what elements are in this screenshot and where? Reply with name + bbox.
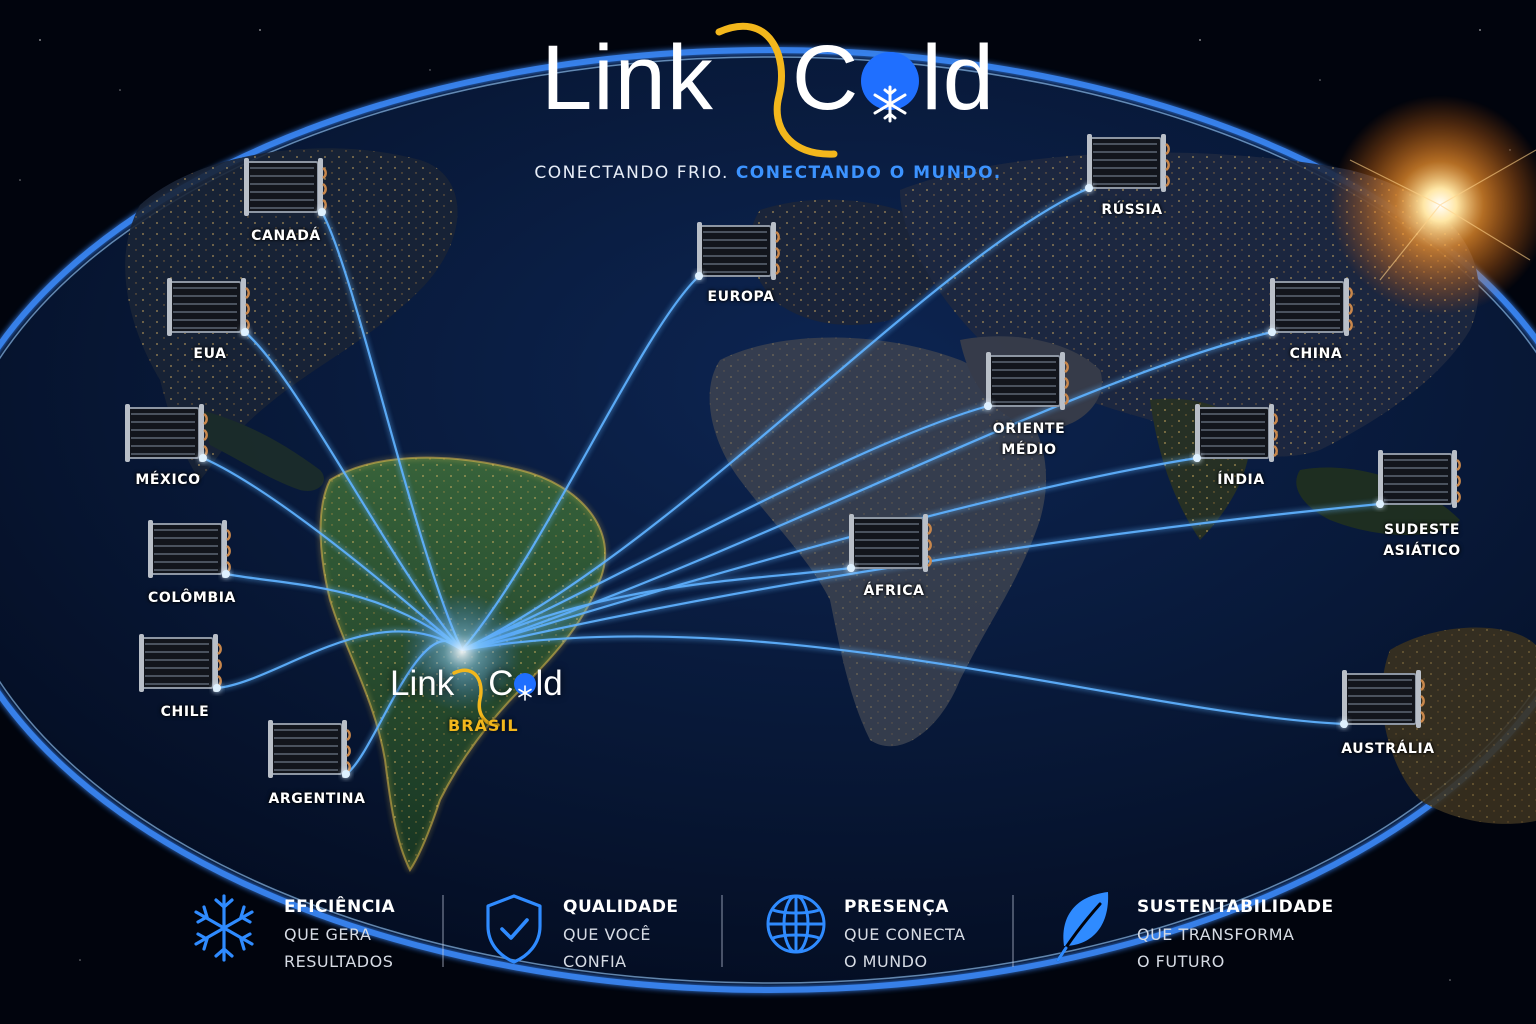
radiator-unit-australia bbox=[1342, 670, 1425, 728]
radiator-unit-russia bbox=[1087, 134, 1170, 192]
feature-line1-qualidade: QUE VOCÊ bbox=[563, 925, 652, 944]
label-sudeste-line1: SUDESTE bbox=[1383, 522, 1461, 538]
label-chile: CHILE bbox=[160, 704, 210, 720]
feature-divider bbox=[442, 895, 444, 967]
feature-line2-sustentabilidade: O FUTURO bbox=[1137, 952, 1225, 971]
label-europa: EUROPA bbox=[707, 289, 775, 305]
radiator-unit-china bbox=[1270, 278, 1353, 336]
route-australia bbox=[461, 635, 1345, 726]
connector-dot-australia bbox=[1340, 720, 1348, 728]
hub-snowflake-icon bbox=[513, 672, 536, 701]
shield-check-icon bbox=[486, 894, 542, 964]
radiator-unit-mexico bbox=[125, 404, 208, 462]
tagline-part1: CONECTANDO FRIO. bbox=[534, 163, 729, 183]
label-china: CHINA bbox=[1289, 346, 1343, 362]
connector-dot-india bbox=[1193, 454, 1201, 462]
route-russia bbox=[461, 186, 1090, 651]
label-oriente-medio: ORIENTE MÉDIO bbox=[993, 419, 1065, 461]
radiator-unit-india bbox=[1195, 404, 1278, 462]
label-mexico: MÉXICO bbox=[135, 472, 201, 488]
brand-name-part1: Link bbox=[541, 27, 714, 129]
feature-line2-qualidade: CONFIA bbox=[563, 952, 627, 971]
hub-country: BRASIL bbox=[448, 716, 519, 735]
connector-dot-china bbox=[1268, 328, 1276, 336]
hub-logo: Link C ld bbox=[390, 664, 563, 727]
connector-dot-chile bbox=[213, 684, 221, 692]
label-argentina: ARGENTINA bbox=[268, 791, 366, 807]
brand-name-part2: C bbox=[791, 27, 860, 129]
connection-lines bbox=[202, 186, 1381, 775]
hub-glow bbox=[402, 592, 522, 712]
label-africa: ÁFRICA bbox=[863, 583, 925, 599]
feature-title-sustentabilidade: SUSTENTABILIDADE bbox=[1137, 897, 1334, 917]
radiator-unit-sudeste-asiatico bbox=[1378, 450, 1461, 508]
swoosh-icon bbox=[715, 22, 838, 158]
connector-dot-mexico bbox=[199, 454, 207, 462]
snowflake-icon bbox=[194, 894, 254, 962]
route-sudeste-asiatico bbox=[461, 502, 1381, 652]
sun-flare bbox=[1330, 95, 1536, 315]
hub-name-part3: ld bbox=[535, 664, 563, 703]
label-colombia: COLÔMBIA bbox=[148, 590, 236, 606]
feature-title-presenca: PRESENÇA bbox=[844, 897, 949, 917]
label-eua: EUA bbox=[193, 346, 227, 362]
feature-line1-presenca: QUE CONECTA bbox=[844, 925, 966, 944]
label-sudeste-asiatico: SUDESTE ASIÁTICO bbox=[1383, 520, 1461, 562]
connector-dot-colombia bbox=[222, 570, 230, 578]
brand-logo: Link C ld bbox=[0, 22, 1536, 158]
connector-dot-canada bbox=[318, 208, 326, 216]
route-africa bbox=[461, 566, 852, 651]
route-oriente-medio bbox=[461, 404, 989, 651]
feature-line2-eficiencia: RESULTADOS bbox=[284, 952, 394, 971]
feature-divider bbox=[1012, 895, 1014, 967]
radiator-unit-europa bbox=[697, 222, 780, 280]
connector-dot-eua bbox=[241, 328, 249, 336]
radiator-unit-colombia bbox=[148, 520, 231, 578]
hub-name-part1: Link bbox=[390, 664, 455, 703]
brand-name-part3: ld bbox=[921, 27, 995, 129]
radiator-unit-canada bbox=[244, 158, 327, 216]
connector-dot-sudeste-asiatico bbox=[1376, 500, 1384, 508]
connector-dot-europa bbox=[695, 272, 703, 280]
radiator-unit-argentina bbox=[268, 720, 351, 778]
label-india: ÍNDIA bbox=[1217, 472, 1265, 488]
snowflake-icon bbox=[861, 51, 920, 123]
tagline: CONECTANDO FRIO. CONECTANDO O MUNDO. bbox=[0, 163, 1536, 183]
connector-dot-oriente-medio bbox=[984, 402, 992, 410]
globe-rim bbox=[0, 47, 1536, 993]
tagline-part2: CONECTANDO O MUNDO. bbox=[735, 163, 1002, 183]
hub-swoosh-icon bbox=[452, 668, 500, 727]
feature-divider bbox=[721, 895, 723, 967]
label-oriente-medio-line1: ORIENTE bbox=[992, 421, 1066, 437]
connector-dot-africa bbox=[847, 564, 855, 572]
leaf-icon bbox=[1056, 892, 1109, 962]
feature-line1-eficiencia: QUE GERA bbox=[284, 925, 372, 944]
connector-dot-russia bbox=[1085, 184, 1093, 192]
label-oriente-medio-line2: MÉDIO bbox=[1001, 442, 1057, 458]
feature-title-qualidade: QUALIDADE bbox=[563, 897, 679, 917]
label-sudeste-line2: ASIÁTICO bbox=[1383, 543, 1461, 559]
radiator-unit-chile bbox=[139, 634, 222, 692]
feature-title-eficiencia: EFICIÊNCIA bbox=[284, 897, 396, 917]
radiator-unit-eua bbox=[167, 278, 250, 336]
label-russia: RÚSSIA bbox=[1101, 202, 1163, 218]
radiator-units bbox=[125, 134, 1461, 778]
brand-wordmark: Link C ld bbox=[541, 22, 995, 158]
hub-name-part2: C bbox=[488, 664, 514, 703]
feature-line2-presenca: O MUNDO bbox=[844, 952, 928, 971]
globe-icon bbox=[766, 894, 826, 954]
label-australia: AUSTRÁLIA bbox=[1341, 741, 1435, 757]
label-canada: CANADÁ bbox=[251, 228, 321, 244]
feature-line1-sustentabilidade: QUE TRANSFORMA bbox=[1137, 925, 1295, 944]
radiator-unit-oriente-medio bbox=[986, 352, 1069, 410]
radiator-unit-africa bbox=[849, 514, 932, 572]
connector-dot-argentina bbox=[342, 770, 350, 778]
